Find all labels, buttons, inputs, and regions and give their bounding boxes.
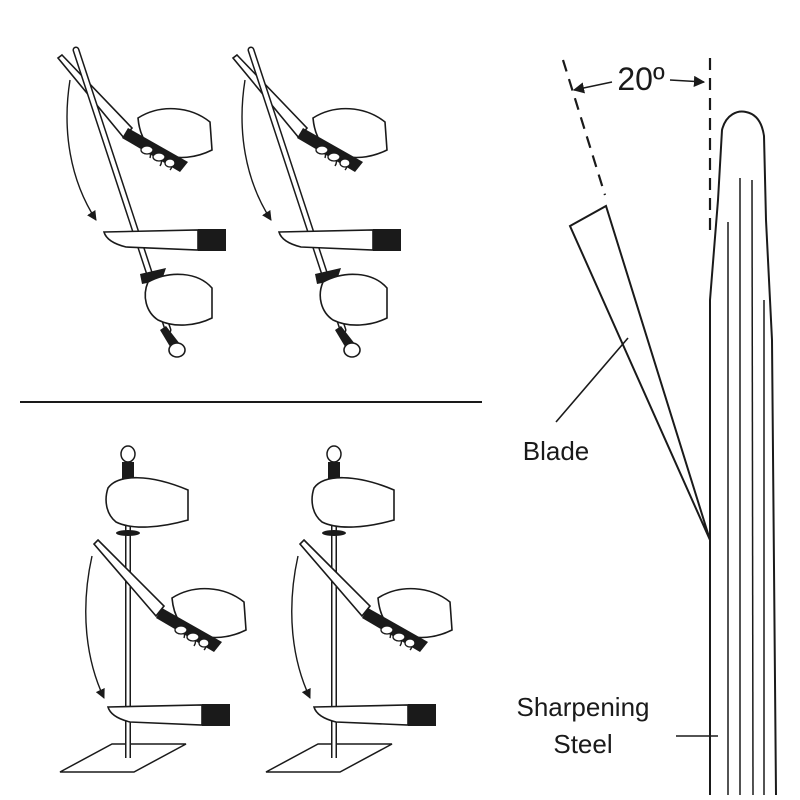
knife-icon: [278, 228, 402, 252]
steel-on-board-step-2: [265, 445, 453, 773]
blade-leader-line: [555, 337, 629, 423]
cutting-board: [265, 743, 393, 773]
steel-on-board-step-1: [59, 445, 247, 773]
motion-arrow: [241, 79, 272, 221]
hand-icon: [144, 273, 213, 326]
hand-icon: [105, 476, 189, 528]
hand-icon: [155, 587, 247, 653]
steel-label-line-1: Sharpening: [517, 692, 650, 722]
motion-arrow: [66, 79, 97, 221]
blade-label: Blade: [523, 436, 590, 466]
motion-arrow: [291, 555, 311, 699]
hand-icon: [296, 107, 388, 173]
angle-detail: 20º Blade Sharpening Steel: [517, 58, 777, 796]
knife-blade: [56, 53, 134, 140]
knife-icon: [103, 228, 227, 252]
knife-blade: [92, 538, 166, 618]
sharpening-steel-outline: [709, 110, 777, 796]
hand-icon: [311, 476, 395, 528]
blade-cross-section: [568, 204, 711, 541]
motion-arrow: [85, 555, 105, 699]
hand-icon: [121, 107, 213, 173]
blade-angle-guide-line: [561, 59, 607, 196]
steel-held-step-2: [231, 46, 402, 358]
cutting-board: [59, 743, 187, 773]
angle-arrow-right: [669, 75, 706, 87]
steel-groove: [751, 179, 754, 796]
steel-label-line-2: Steel: [553, 729, 612, 759]
angle-arrow-left: [572, 81, 613, 94]
steel-held-step-1: [56, 46, 227, 358]
angle-label: 20º: [617, 61, 665, 97]
